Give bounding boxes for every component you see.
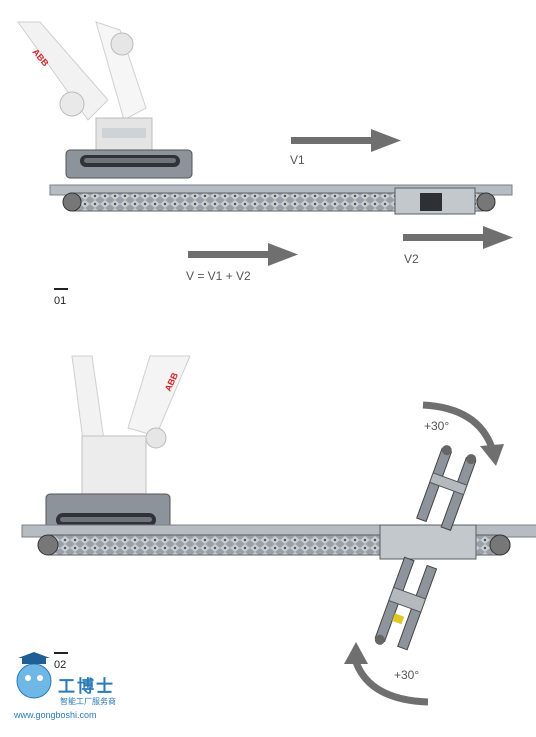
label-angle-bottom: +30°: [394, 668, 420, 682]
watermark-title: 工博士: [58, 677, 115, 697]
gripper-02: [45, 493, 171, 529]
gripper-01: [65, 149, 193, 179]
arrow-v2: [403, 226, 513, 249]
figure-02-number: 02: [54, 659, 67, 671]
tool-tilt-up: [416, 445, 477, 531]
rotation-arrow-top: [422, 401, 504, 466]
label-angle-top: +30°: [424, 419, 450, 433]
arrow-v: [188, 243, 298, 266]
watermark-subtitle: 智能工厂服务商: [60, 697, 116, 706]
label-v2: V2: [404, 252, 419, 266]
figure-01-number: 01: [54, 295, 67, 307]
label-v-sum: V = V1 + V2: [186, 269, 251, 283]
rotation-arrow-bottom: [344, 642, 429, 706]
figure-02-dash: [54, 652, 68, 654]
linear-track-01: [49, 184, 513, 215]
linear-track-02: [21, 524, 536, 560]
arrow-v1: [291, 129, 401, 152]
watermark-mascot-icon: [16, 652, 52, 699]
tool-tilt-down: [374, 556, 438, 651]
robot-arm-01: ABB: [17, 21, 153, 155]
robot-arm-02: ABB: [71, 355, 191, 507]
label-v1: V1: [290, 153, 305, 167]
velocity-arrows-01: [188, 129, 513, 266]
watermark-url: www.gongboshi.com: [14, 710, 97, 720]
figure-01-dash: [54, 288, 68, 290]
